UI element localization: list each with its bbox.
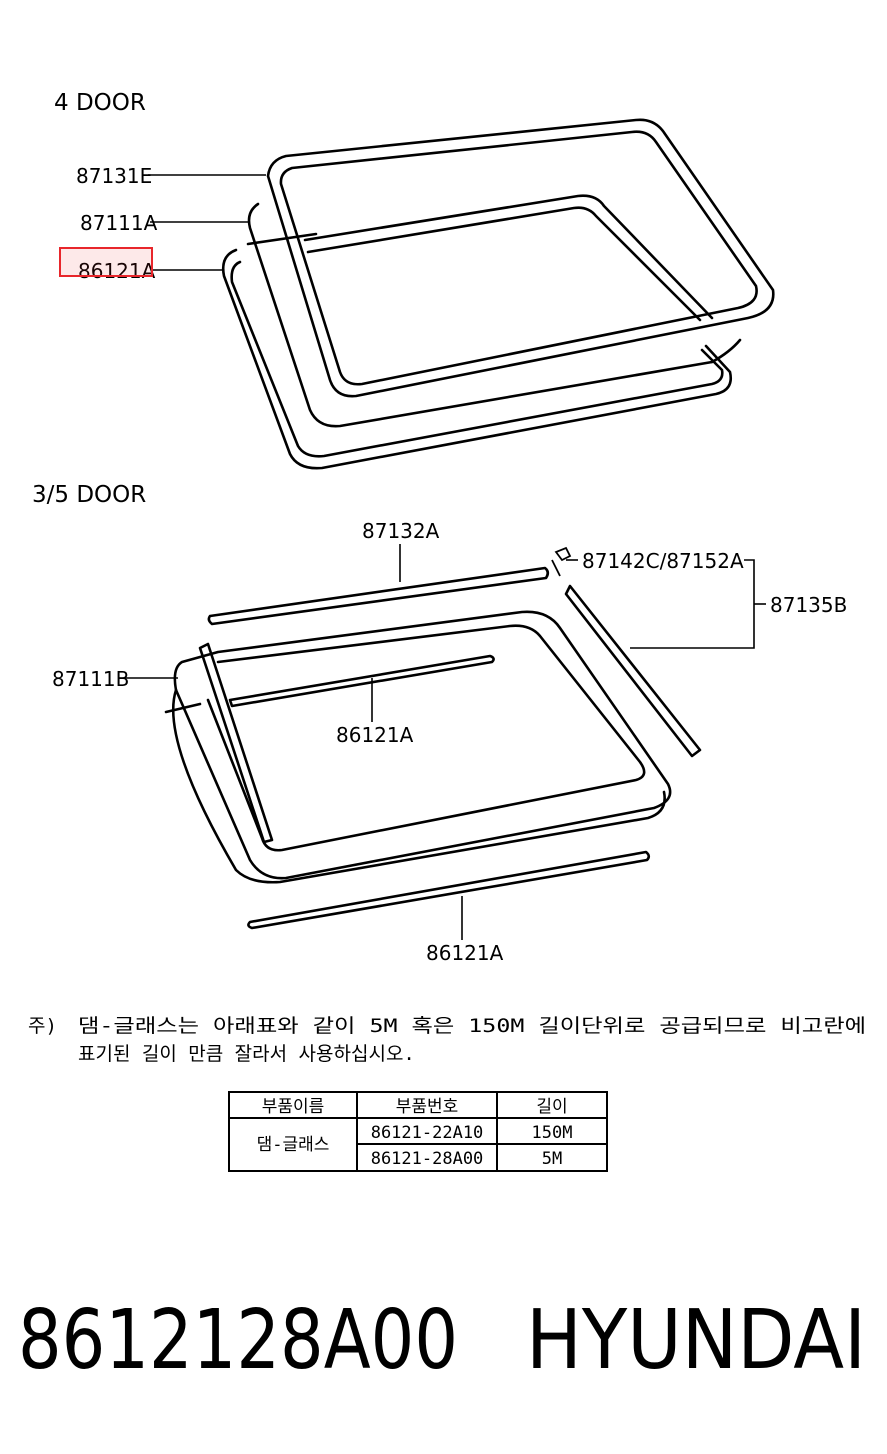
callout-86121A-upper: 86121A bbox=[336, 723, 414, 747]
three-five-door-glass-assembly bbox=[164, 546, 702, 930]
footer-part-number: 8612128A00 bbox=[18, 1293, 458, 1388]
table-header-length: 길이 bbox=[536, 1097, 567, 1117]
seal-87111A bbox=[247, 202, 714, 428]
callout-87111B: 87111B bbox=[52, 667, 129, 691]
callout-87132A: 87132A bbox=[362, 519, 440, 543]
callout-86121A-lower: 86121A bbox=[426, 941, 504, 965]
table-cell-number-1: 86121-22A10 bbox=[371, 1123, 484, 1143]
seal-top-strip bbox=[246, 232, 318, 246]
frame-87111B-outer bbox=[173, 610, 672, 880]
callout-87131E: 87131E bbox=[76, 164, 152, 188]
note-line-2: 표기된 길이 만큼 잘라서 사용하십시오. bbox=[78, 1043, 415, 1065]
outer-frame-arc bbox=[171, 688, 666, 884]
footer-brand: HYUNDAI bbox=[526, 1293, 866, 1388]
callout-87142C-87152A: 87142C/87152A bbox=[582, 549, 744, 573]
section-title-3-5-door: 3/5 DOOR bbox=[32, 482, 146, 508]
callout-87111A: 87111A bbox=[80, 211, 158, 235]
section-title-4-door: 4 DOOR bbox=[54, 90, 146, 116]
highlight-box bbox=[59, 247, 153, 277]
callout-87135B: 87135B bbox=[770, 593, 847, 617]
four-door-glass-assembly bbox=[221, 118, 775, 470]
note-line-1: 댐-글래스는 아래표와 같이 5M 혹은 150M 길이단위로 공급되므로 비고… bbox=[78, 1015, 866, 1037]
parts-table: 부품이름 부품번호 길이 댐-글래스 86121-22A10 150M 8612… bbox=[228, 1091, 608, 1172]
table-cell-length-1: 150M bbox=[532, 1123, 573, 1143]
left-clip bbox=[164, 702, 202, 714]
table-header-number: 부품번호 bbox=[396, 1097, 459, 1117]
left-side-strip bbox=[198, 642, 274, 844]
dam-glass-86121A-upper bbox=[228, 654, 495, 708]
table-cell-name: 댐-글래스 bbox=[257, 1135, 330, 1155]
window-opening-inner bbox=[306, 206, 702, 322]
clip-87142C bbox=[551, 546, 572, 577]
window-opening bbox=[303, 194, 714, 320]
table-cell-number-2: 86121-28A00 bbox=[371, 1149, 484, 1169]
callout-86121A-highlighted: 86121A bbox=[78, 259, 156, 283]
strip-87132A bbox=[207, 566, 550, 626]
note-prefix: 주) bbox=[28, 1015, 57, 1037]
molding-87131E-inner bbox=[279, 130, 758, 386]
strip-87135B bbox=[564, 584, 702, 758]
dam-glass-86121A-lower bbox=[247, 850, 651, 930]
leader-87135B bbox=[630, 559, 755, 649]
table-header-name: 부품이름 bbox=[262, 1097, 325, 1117]
dam-glass-86121A-inner bbox=[230, 260, 724, 458]
frame-inner bbox=[206, 624, 646, 852]
table-cell-length-2: 5M bbox=[542, 1149, 562, 1169]
molding-87131E-outer bbox=[266, 118, 775, 398]
dam-glass-86121A-outer bbox=[221, 248, 732, 470]
seal-87111A-edge bbox=[710, 338, 742, 364]
